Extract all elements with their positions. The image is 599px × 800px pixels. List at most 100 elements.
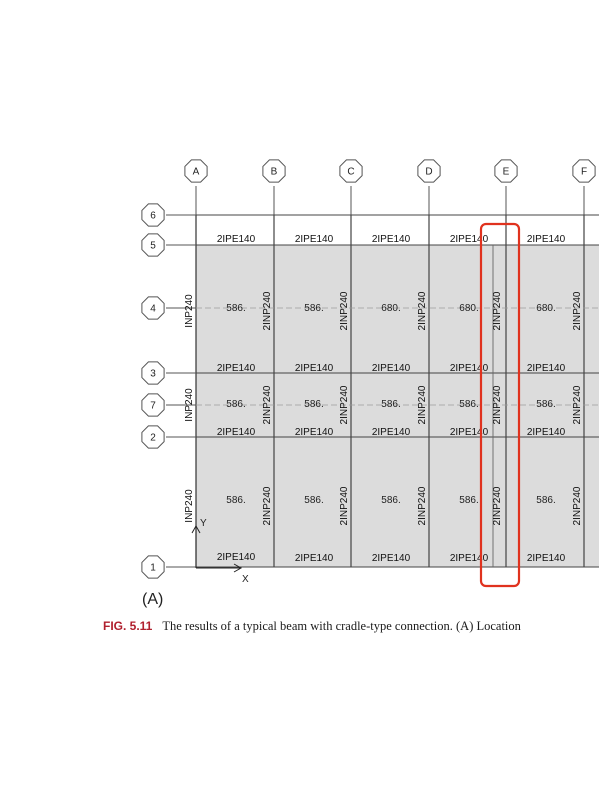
axis-bubble-outline (141, 425, 165, 449)
beam-label: 2IPE140 (372, 234, 411, 245)
annotations: YX(A) (142, 222, 521, 608)
axis-bubble-outline (184, 159, 208, 183)
beam-label: 2IPE140 (527, 427, 566, 438)
x-axis-arrow-head (233, 563, 243, 573)
col-axis-label: A (193, 167, 200, 178)
column-beam-label: 2INP240 (492, 291, 503, 330)
row-axis-bubble-4: 4 (141, 296, 165, 320)
row-axis-label: 3 (150, 369, 156, 380)
column-beam-label: 2INP240 (417, 486, 428, 525)
axis-bubble-outline (141, 203, 165, 227)
column-beam-label: 2INP240 (339, 291, 350, 330)
axis-bubble-outline (262, 159, 286, 183)
row-axis-label: 5 (150, 241, 156, 252)
grid-lines (166, 186, 599, 568)
axis-bubble-outline (494, 159, 518, 183)
column-beam-label: 2INP240 (339, 486, 350, 525)
beam-label: 2IPE140 (217, 552, 256, 563)
load-value: 586. (226, 399, 245, 410)
figure-caption: FIG. 5.11 The results of a typical beam w… (103, 619, 599, 634)
beam-label: 2IPE140 (372, 427, 411, 438)
row-axis-bubble-1: 1 (141, 555, 165, 579)
beam-label: 2IPE140 (217, 427, 256, 438)
load-value: 680. (381, 303, 400, 314)
axis-bubbles: A B C D E F 6 5 4 3 7 2 1 (141, 159, 596, 579)
column-beam-label: 2INP240 (492, 486, 503, 525)
beam-label: 2IPE140 (295, 234, 334, 245)
load-value: 680. (536, 303, 555, 314)
row-axis-bubble-6: 6 (141, 203, 165, 227)
beam-label: 2IPE140 (372, 363, 411, 374)
row-axis-bubble-7: 7 (141, 393, 165, 417)
axis-bubble-outline (141, 555, 165, 579)
row-axis-label: 1 (150, 563, 156, 574)
row-axis-label: 4 (150, 304, 156, 315)
column-beam-label: INP240 (184, 388, 195, 422)
beam-label: 2IPE140 (450, 234, 489, 245)
column-beam-label: 2INP240 (572, 486, 583, 525)
axis-bubble-outline (141, 233, 165, 257)
col-axis-bubble-D: D (417, 159, 441, 183)
y-axis-arrow-head (191, 524, 201, 534)
axis-bubble-outline (339, 159, 363, 183)
col-axis-label: E (503, 167, 510, 178)
panel-label: (A) (142, 591, 163, 608)
beam-label: 2IPE140 (450, 363, 489, 374)
axis-bubble-outline (141, 296, 165, 320)
column-beam-label: 2INP240 (417, 291, 428, 330)
floor-plan: 2IPE140 2IPE140 2IPE140 2IPE140 2IPE140 2IPE1… (141, 159, 599, 608)
beam-label: 2IPE140 (450, 553, 489, 564)
col-axis-label: B (271, 167, 278, 178)
col-axis-bubble-E: E (494, 159, 518, 183)
column-beam-label: 2INP240 (339, 385, 350, 424)
col-axis-bubble-C: C (339, 159, 363, 183)
slab-panel (351, 245, 429, 567)
load-value: 586. (226, 495, 245, 506)
row-axis-bubble-2: 2 (141, 425, 165, 449)
x-axis-label: X (242, 574, 249, 585)
slab-panel (584, 245, 599, 567)
axis-bubble-outline (141, 393, 165, 417)
figure-number: FIG. 5.11 (103, 619, 153, 633)
column-beam-label: 2INP240 (492, 385, 503, 424)
beam-label: 2IPE140 (217, 363, 256, 374)
load-value: 586. (459, 495, 478, 506)
column-beam-label: 2INP240 (262, 486, 273, 525)
column-beam-label: 2INP240 (262, 291, 273, 330)
axis-bubble-outline (141, 361, 165, 385)
row-axis-bubble-3: 3 (141, 361, 165, 385)
load-value: 586. (381, 495, 400, 506)
beam-label: 2IPE140 (295, 427, 334, 438)
col-axis-label: C (347, 167, 354, 178)
load-value: 586. (304, 303, 323, 314)
col-axis-label: F (581, 167, 587, 178)
row-axis-bubble-5: 5 (141, 233, 165, 257)
load-value: 586. (536, 495, 555, 506)
beam-label: 2IPE140 (527, 234, 566, 245)
slab-panel (196, 245, 274, 567)
col-axis-bubble-A: A (184, 159, 208, 183)
load-value: 586. (381, 399, 400, 410)
load-value: 586. (304, 495, 323, 506)
row-axis-label: 7 (150, 401, 156, 412)
column-beam-label: 2INP240 (572, 291, 583, 330)
beam-labels: 2IPE140 2IPE140 2IPE140 2IPE140 2IPE140 2IPE1… (184, 234, 583, 564)
beam-label: 2IPE140 (295, 363, 334, 374)
column-beam-label: 2INP240 (572, 385, 583, 424)
column-beam-label: INP240 (184, 294, 195, 328)
highlighted-beam-frame (479, 222, 521, 588)
row-axis-label: 2 (150, 433, 156, 444)
beam-label: 2IPE140 (450, 427, 489, 438)
caption-text: The results of a typical beam with cradl… (162, 619, 521, 633)
load-value: 586. (304, 399, 323, 410)
col-axis-bubble-B: B (262, 159, 286, 183)
beam-label: 2IPE140 (217, 234, 256, 245)
col-axis-label: D (425, 167, 432, 178)
column-beam-label: INP240 (184, 489, 195, 523)
column-beam-label: 2INP240 (417, 385, 428, 424)
column-beam-label: 2INP240 (262, 385, 273, 424)
col-axis-bubble-F: F (572, 159, 596, 183)
slab-panel (274, 245, 351, 567)
load-value: 586. (226, 303, 245, 314)
beam-label: 2IPE140 (527, 553, 566, 564)
